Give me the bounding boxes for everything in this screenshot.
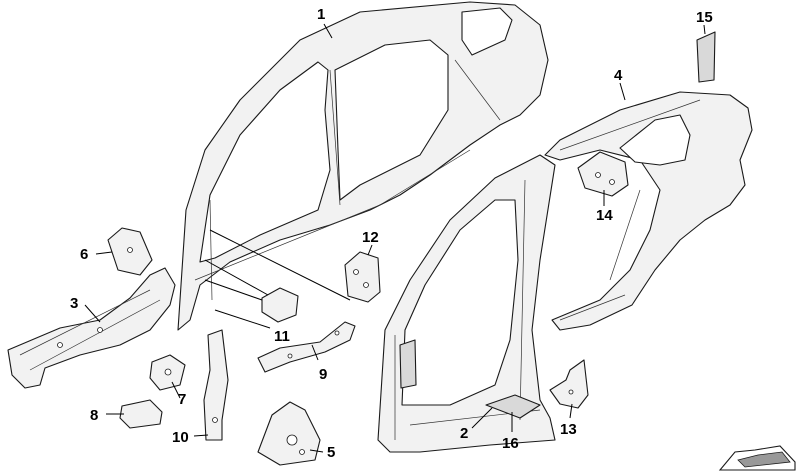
callout-3: 3 — [70, 295, 78, 312]
part-6-bracket — [107, 227, 153, 276]
callout-12: 12 — [362, 229, 379, 246]
callout-4: 4 — [614, 67, 623, 84]
car-side-icon — [718, 445, 796, 471]
callout-11: 11 — [274, 328, 290, 345]
part-12-bracket — [344, 251, 381, 303]
part-1-side-frame-outer — [177, 1, 549, 331]
callout-13: 13 — [560, 421, 577, 438]
callout-1: 1 — [317, 6, 325, 23]
callout-9: 9 — [319, 366, 327, 383]
part-14-bracket — [577, 151, 629, 197]
callout-16: 16 — [502, 435, 519, 452]
part-11-reinforcement — [261, 287, 299, 323]
part-9-sill-plate — [257, 321, 356, 373]
part-7-bracket — [149, 354, 186, 391]
part-3-front-side-member — [7, 267, 176, 389]
callout-5: 5 — [327, 444, 335, 461]
leader-lines — [84, 23, 706, 453]
part-10-pillar-reinforcement — [203, 329, 229, 441]
part-15-strip — [696, 31, 716, 83]
callout-15: 15 — [696, 9, 713, 26]
callout-14: 14 — [596, 207, 613, 224]
callout-6: 6 — [80, 246, 88, 263]
part-5-bracket — [257, 401, 321, 466]
part-16-pad — [485, 394, 541, 419]
callout-7: 7 — [178, 391, 186, 408]
part-13-bracket — [549, 359, 589, 409]
callout-8: 8 — [90, 407, 98, 424]
callout-2: 2 — [460, 425, 468, 442]
callouts: 1 2 3 4 5 6 7 8 9 10 11 12 13 14 15 16 — [70, 6, 713, 461]
callout-10: 10 — [172, 429, 189, 446]
part-2-side-frame — [377, 154, 556, 453]
part-4-rear-side-panel — [544, 91, 753, 331]
part-8-patch — [119, 399, 163, 429]
